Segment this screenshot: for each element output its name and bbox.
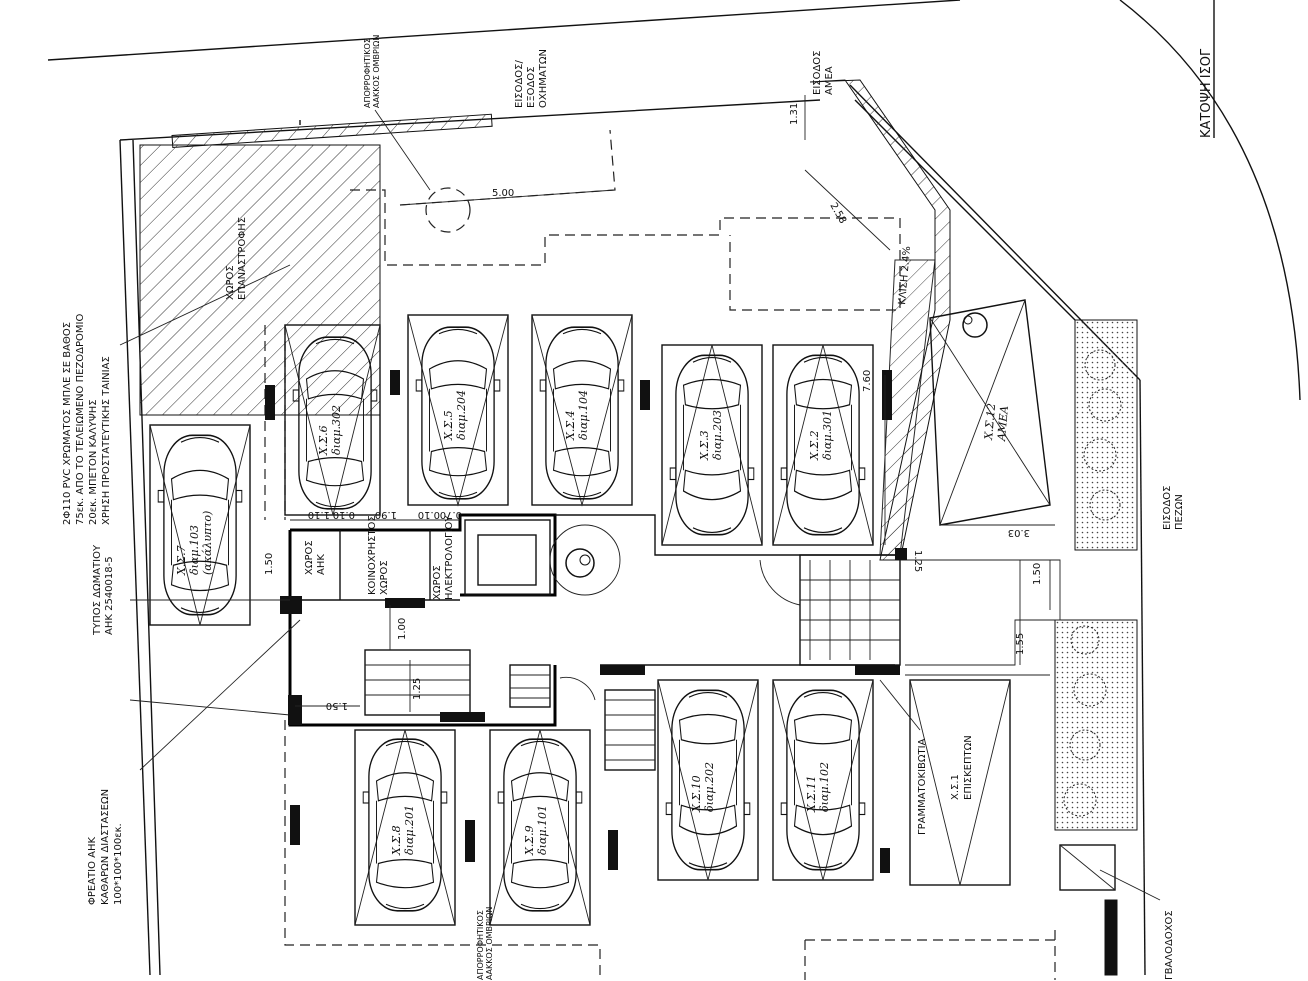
space-5-label: X.Σ.5διαμ.204 (442, 390, 468, 441)
dimension-lines (290, 95, 1055, 712)
space-12-label: X.Σ.12ΑΜΕΑ (982, 403, 1011, 443)
svg-text:3.03: 3.03 (1008, 527, 1030, 538)
meter-space-label: ΧΩΡΟΣΗΛΕΚΤΡΟΛΟΓΙΟΥ (432, 515, 455, 600)
drain-channel-top (171, 113, 493, 148)
parking-bays-top (149, 299, 1051, 626)
svg-text:1.50: 1.50 (326, 700, 348, 711)
space-7-label: X.Σ.7διαμ.103(ακάλυπτο) (175, 511, 214, 576)
slope-label: ΚΛΙΣΗ 2.4% (897, 246, 913, 306)
svg-text:1.25: 1.25 (412, 678, 423, 700)
svg-text:1.55: 1.55 (1015, 633, 1026, 655)
svg-text:0.10: 0.10 (333, 509, 355, 520)
svg-text:1.90: 1.90 (375, 509, 397, 520)
site-boundary (47, 0, 1301, 976)
svg-text:0.10: 0.10 (418, 509, 440, 520)
space-3-label: X.Σ.3διαμ.203 (698, 410, 724, 461)
space-11-label: X.Σ.11διαμ.102 (805, 762, 831, 813)
mailboxes-label: ΓΡΑΜΜΑΤΟΚΙΒΩΤΙΑ (917, 738, 928, 835)
space-6-label: X.Σ.6διαμ.302 (317, 405, 343, 456)
space-4-label: X.Σ.4διαμ.104 (564, 390, 590, 441)
drawing-title: ΚΑΤΟΨΗ ΙΣΟΓ (1199, 48, 1214, 138)
room-type-note: ΤΥΠΟΣ ΔΩΜΑΤΙΟΥΑΗΚ 2540018-5 (92, 544, 115, 636)
ahk-space-label: ΧΩΡΟΣΑΗΚ (304, 540, 327, 575)
building-core (288, 513, 1116, 891)
amea-entrance-label: ΕΙΣΟΔΟΣΑΜΕΑ (812, 51, 835, 96)
space-9-label: X.Σ.9διαμ.101 (523, 805, 549, 856)
amea-ramp (809, 79, 951, 561)
tree-icons (1063, 349, 1122, 817)
dimension-texts: 5.00 1.31 2.58 7.60 3.03 1.25 1.50 1.55 … (264, 103, 1043, 711)
space-2-label: X.Σ.2διαμ.301 (808, 410, 834, 461)
turning-circle (425, 187, 471, 233)
column-posts (265, 370, 1118, 976)
svg-text:1.10: 1.10 (308, 509, 330, 520)
drain-bottom-label: ΑΠΟΡΡΟΦΗΤΙΚΟΣΑΑΚΚΟΣ ΟΜΒΡΙΩΝ (476, 907, 494, 980)
svg-text:1.50: 1.50 (264, 553, 275, 575)
drain-top-label: ΑΠΟΡΡΟΦΗΤΙΚΟΣΑΑΚΚΟΣ ΟΜΒΡΙΩΝ (363, 35, 381, 108)
pedestrian-entrance-label: ΕΙΣΟΔΟΣΠΕΖΩΝ (1162, 486, 1185, 531)
turning-space-label: ΧΩΡΟΣΕΠΑΝΑΣΤΡΟΦΗΣ (225, 217, 248, 300)
site-labels: ΕΙΣΟΔΟΣ/ΕΞΟΔΟΣΟΧΗΜΑΤΩΝ ΕΙΣΟΔΟΣΑΜΕΑ ΑΠΟΡΡ… (62, 35, 1185, 980)
svg-text:1.00: 1.00 (397, 618, 408, 640)
wheelchair-icon (565, 312, 988, 578)
tank-label: ΓΒΑΛΟΔΟΧΟΣ (1164, 910, 1175, 980)
svg-text:5.00: 5.00 (492, 188, 514, 199)
svg-text:1.25: 1.25 (912, 550, 923, 572)
planter-right (1054, 319, 1138, 831)
vehicle-entrance-label: ΕΙΣΟΔΟΣ/ΕΞΟΔΟΣΟΧΗΜΑΤΩΝ (514, 49, 549, 108)
svg-text:7.60: 7.60 (862, 370, 873, 392)
parking-bays-bottom (354, 679, 1011, 926)
common-space-label: ΚΟΙΝΟΧΡΗΣΤΟΣΧΩΡΟΣ (367, 515, 390, 595)
parking-labels: X.Σ.7διαμ.103(ακάλυπτο) X.Σ.6διαμ.302 X.… (175, 390, 1011, 856)
svg-text:1.31: 1.31 (789, 103, 800, 125)
space-10-label: X.Σ.10διαμ.202 (690, 762, 716, 813)
svg-text:1.50: 1.50 (1032, 563, 1043, 585)
space-8-label: X.Σ.8διαμ.201 (390, 805, 416, 856)
leader-lines (119, 109, 1161, 901)
svg-text:0.70: 0.70 (440, 509, 462, 520)
turning-space (139, 144, 381, 416)
svg-text:2.58: 2.58 (827, 201, 848, 226)
